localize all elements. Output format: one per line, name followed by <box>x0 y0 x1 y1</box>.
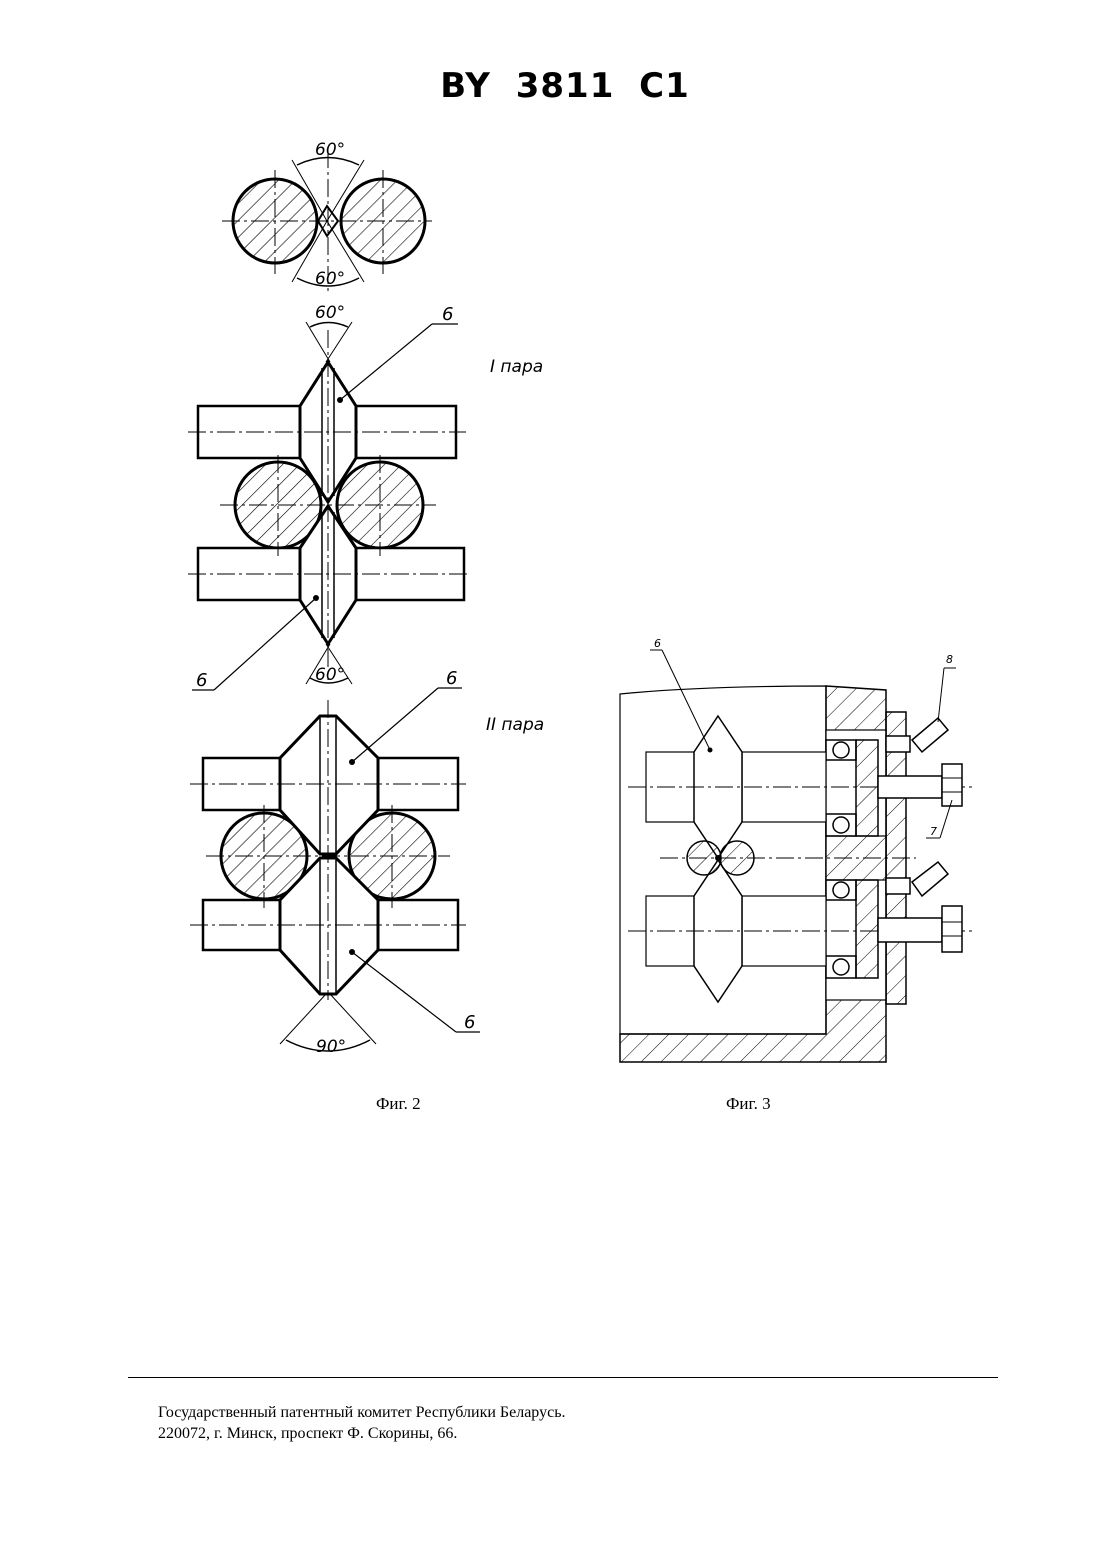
figure-caption: Фиг. 3 <box>726 1094 771 1114</box>
angle-label: 60° <box>315 140 345 160</box>
footer-line: 220072, г. Минск, проспект Ф. Скорины, 6… <box>158 1423 566 1444</box>
fig2-pair-2: 90° 6 6 II пара <box>190 668 544 1057</box>
footer: Государственный патентный комитет Респуб… <box>158 1402 566 1444</box>
angle-label: 60° <box>315 665 345 685</box>
callout-label: 6 <box>446 668 457 689</box>
angle-label: 60° <box>315 303 345 323</box>
technical-drawing: 60° 60° 60° 60° <box>0 0 1100 1090</box>
callout-label: 6 <box>196 670 207 691</box>
callout-label: 6 <box>442 304 453 325</box>
callout-label: 8 <box>946 653 953 666</box>
callout-label: 6 <box>654 637 661 650</box>
pair-label: I пара <box>490 357 543 377</box>
pair-label: II пара <box>486 715 544 735</box>
fig2-pair-1: 60° 60° 6 6 I пара <box>188 303 543 691</box>
fig3-assembly: 6 8 7 <box>620 637 976 1062</box>
fig2-top-section: 60° 60° <box>222 140 432 292</box>
footer-line: Государственный патентный комитет Респуб… <box>158 1402 566 1423</box>
angle-label: 90° <box>316 1037 346 1057</box>
callout-label: 6 <box>464 1012 475 1033</box>
angle-label: 60° <box>315 269 345 289</box>
callout-label: 7 <box>930 825 937 838</box>
footer-divider <box>128 1377 998 1378</box>
figure-caption: Фиг. 2 <box>376 1094 421 1114</box>
